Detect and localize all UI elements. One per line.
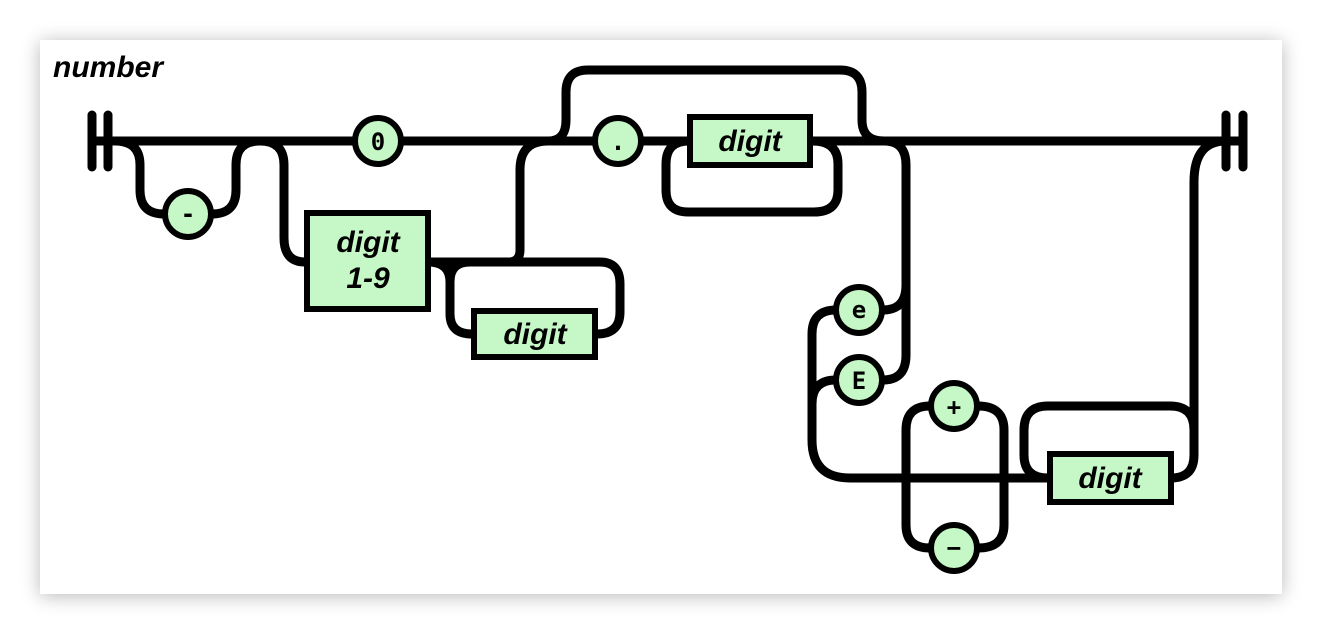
plus-label: + (947, 393, 961, 421)
digit-1-9-label-line1: digit (336, 226, 401, 259)
minus-label: - (181, 200, 195, 228)
minus-node: - (162, 188, 214, 240)
exp-minus-label: − (947, 534, 961, 562)
plus-circle (928, 380, 980, 432)
frac-digit-node: digit (687, 114, 813, 168)
exp-digit-label: digit (1078, 462, 1143, 495)
zero-node: 0 (352, 115, 404, 167)
exp-digit-node: digit (1047, 451, 1174, 505)
exp-E-node: E (833, 354, 885, 406)
frac-digit-label: digit (718, 125, 783, 158)
exp-E-label: E (852, 367, 866, 395)
exp-minus-circle (928, 522, 980, 574)
exp-e-circle (833, 284, 885, 336)
exp-e-node: e (833, 284, 885, 336)
minus-circle (162, 188, 214, 240)
digit-1-9-node: digit 1-9 (304, 210, 431, 312)
frac-digit-box (687, 114, 813, 168)
int-digit-node: digit (471, 308, 598, 360)
int-digit-label: digit (503, 318, 568, 351)
diagram-title: number (53, 51, 164, 84)
exp-E-circle (833, 354, 885, 406)
zero-circle (352, 115, 404, 167)
int-digit-box (471, 308, 598, 360)
digit-1-9-box (304, 210, 431, 312)
zero-label: 0 (371, 128, 385, 156)
exp-e-label: e (852, 296, 866, 324)
decimal-point-node: . (592, 115, 644, 167)
diagram-tracks (87, 65, 1248, 553)
exp-minus-node: − (928, 522, 980, 574)
digit-1-9-label-line2: 1-9 (346, 262, 390, 295)
decimal-point-label: . (611, 128, 625, 156)
decimal-point-circle (592, 115, 644, 167)
plus-node: + (928, 380, 980, 432)
exp-digit-box (1047, 451, 1174, 505)
